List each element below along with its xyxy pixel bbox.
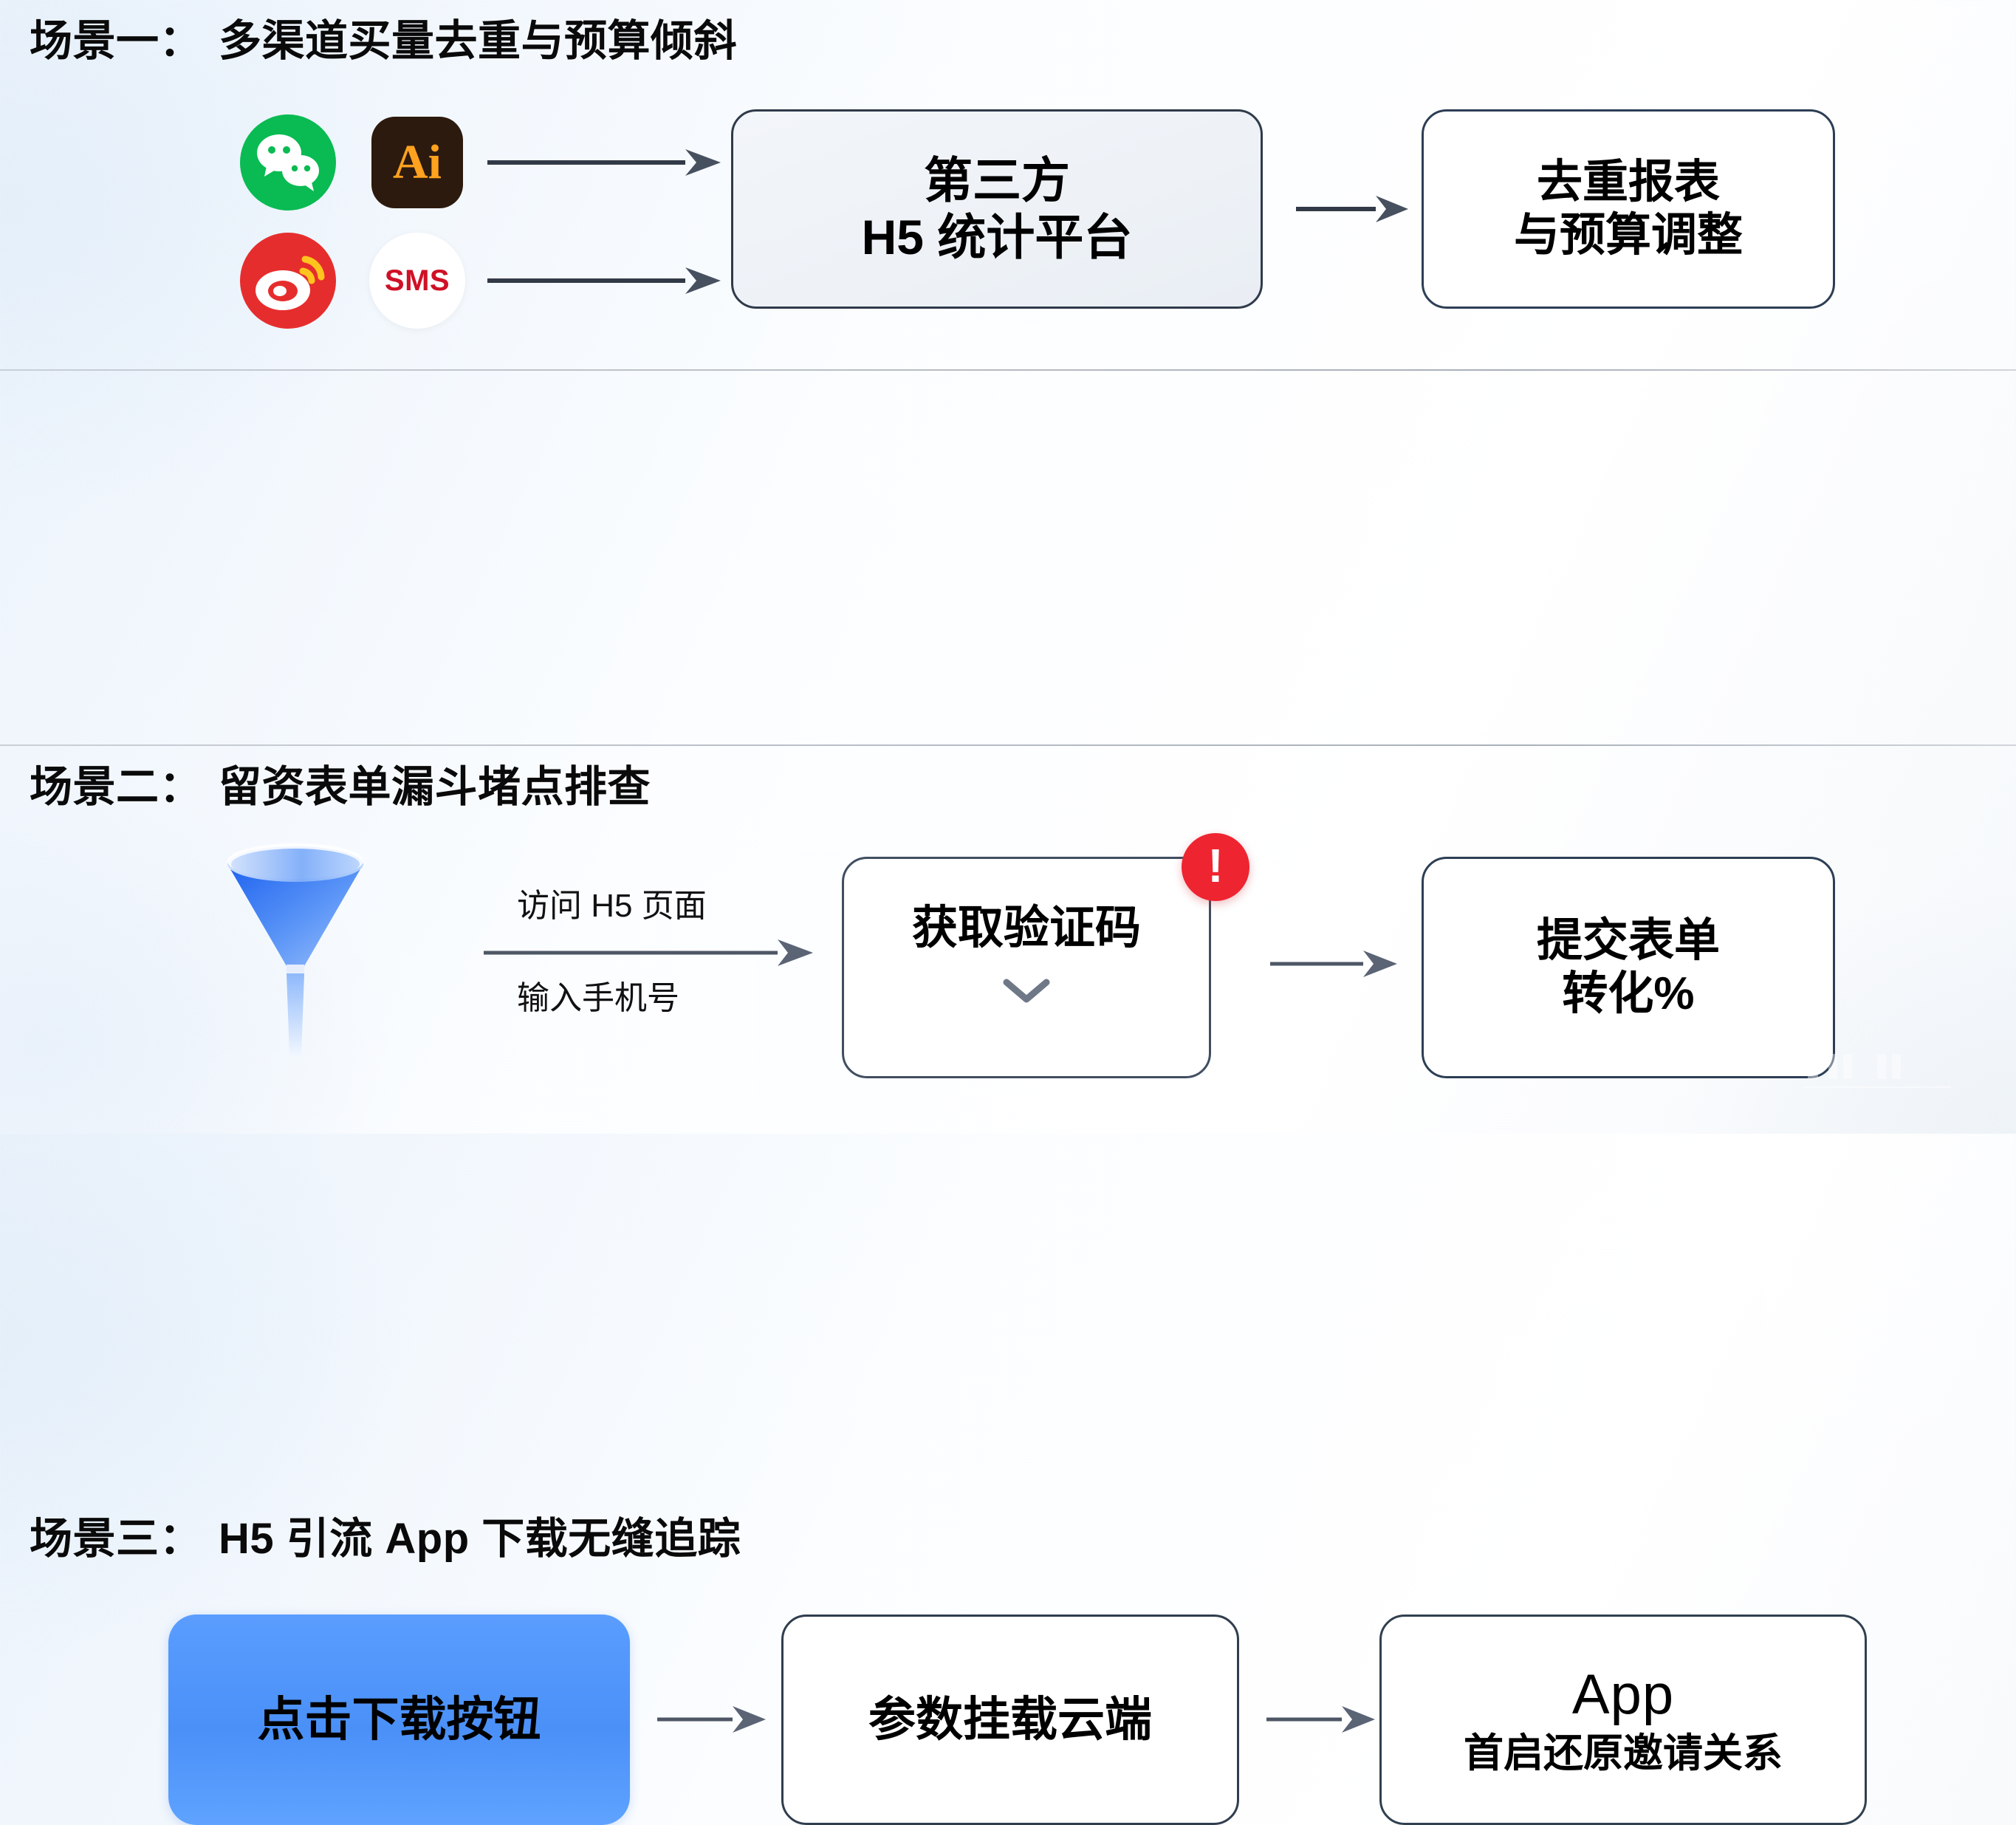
scenario-1-heading: 场景一： 多渠道买量去重与预算倾斜 [30,6,737,68]
edge-label-phone: 输入手机号 [517,980,679,1016]
scenario-3-heading: 场景三： H5 引流 App 下载无缝追踪 [30,1504,741,1566]
scenario-section-2: 场景二： 留资表单漏斗堵点排查 [0,369,2016,1078]
cloud-label: 参数挂载云端 [868,1693,1152,1747]
dedup-report-node[interactable]: 去重报表 与预算调整 [1422,109,1835,309]
report-line-2: 与预算调整 [1513,210,1743,261]
sms-label: SMS [384,264,450,297]
third-party-platform-node[interactable]: 第三方 H5 统计平台 [731,109,1263,309]
alert-badge: ! [1182,833,1249,901]
chevron-down-icon[interactable] [1001,975,1052,1007]
arrow-icon-platform-to-report [1296,196,1408,222]
submit-form-conversion-node[interactable]: 提交表单 转化% [1422,857,1835,1078]
illustrator-label: Ai [393,135,442,189]
report-line-1: 去重报表 [1536,157,1720,208]
arrow-icon-bottom [487,267,721,294]
wechat-icon [240,114,336,210]
submit-line-1: 提交表单 [1536,915,1720,967]
weibo-icon [240,233,336,329]
download-label: 点击下载按钮 [257,1693,541,1747]
funnel-icon [222,842,369,1064]
scenario-2-title: 留资表单漏斗堵点排查 [219,763,651,811]
app-attribution-node[interactable]: App 首启还原邀请关系 [1379,1615,1867,1825]
arrow-icon-top [487,149,721,176]
section-divider-1 [0,369,2016,371]
scenario-1-prefix: 场景一： [30,17,203,65]
download-button-node[interactable]: 点击下载按钮 [168,1615,630,1825]
scenario-2-heading: 场景二： 留资表单漏斗堵点排查 [30,752,651,814]
arrow-icon-code-to-submit [1270,951,1397,977]
arrow-icon-cloud-to-app [1266,1706,1375,1733]
section-divider-2 [0,744,2016,746]
cloud-parameter-node[interactable]: 参数挂载云端 [781,1615,1239,1825]
get-verification-code-node[interactable]: 获取验证码 [842,857,1211,1078]
platform-line-1: 第三方 [924,153,1070,208]
app-line-1: App [1571,1663,1675,1727]
arrow-icon-download-to-cloud [657,1706,766,1733]
submit-line-2: 转化% [1562,968,1695,1019]
scenario-3-title: H5 引流 App 下载无缝追踪 [219,1515,741,1563]
scenario-1-title: 多渠道买量去重与预算倾斜 [219,17,738,65]
scenario-2-prefix: 场景二： [30,763,203,811]
scenario-section-3: 场景三： H5 引流 App 下载无缝追踪 点击下载按钮 参数挂载云端 App 首… [0,744,2016,1825]
illustrator-icon: Ai [369,114,465,210]
arrow-icon-funnel-to-code [484,939,813,966]
sms-icon: SMS [369,233,465,329]
app-line-2: 首启还原邀请关系 [1464,1731,1783,1776]
edge-label-visit: 访问 H5 页面 [517,888,707,924]
scenario-section-1: 场景一： 多渠道买量去重与预算倾斜 Ai [0,0,2016,369]
alert-badge-label: ! [1207,839,1224,892]
scenario-3-prefix: 场景三： [30,1515,203,1563]
code-line-1: 获取验证码 [911,903,1141,953]
platform-line-2: H5 统计平台 [861,210,1133,264]
